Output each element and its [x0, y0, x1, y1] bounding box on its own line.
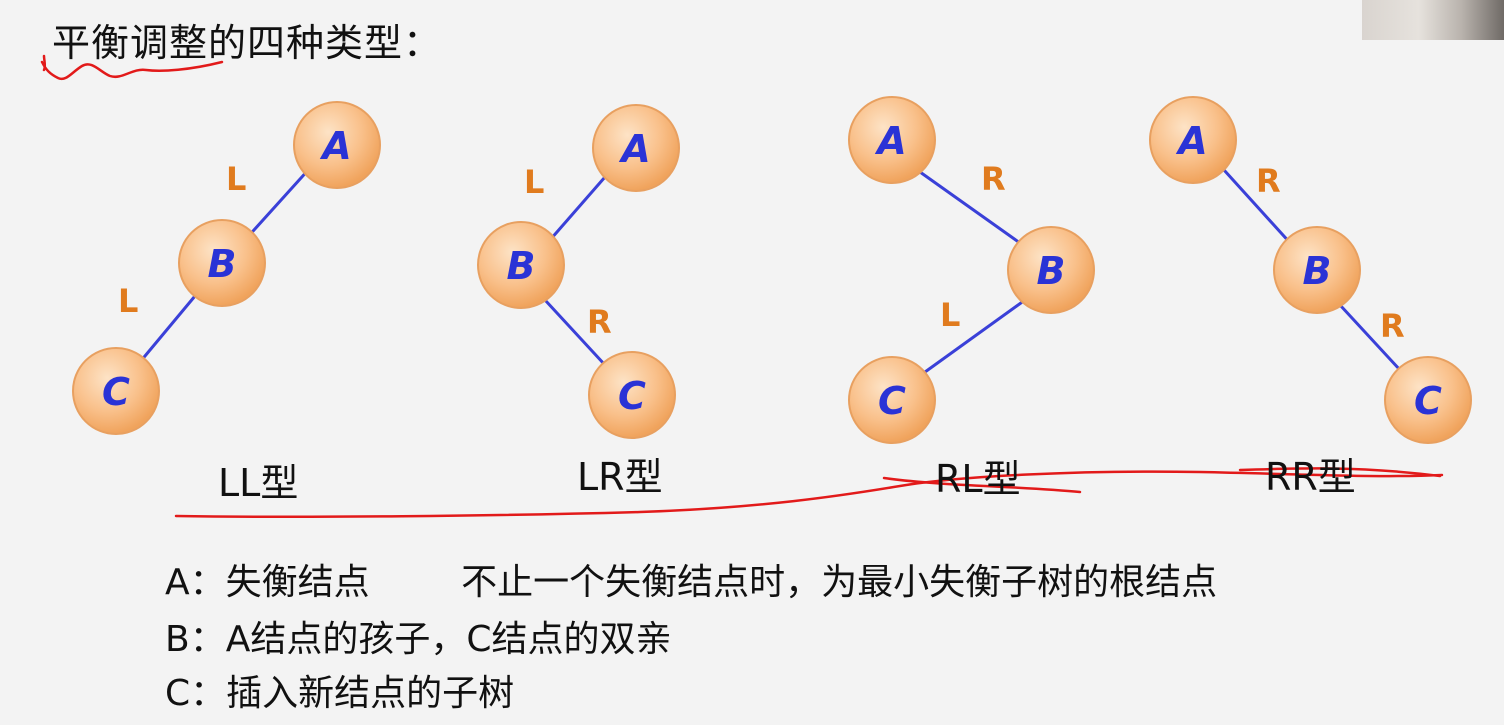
long-underline: [174, 470, 1444, 519]
rr-node-a: A: [1149, 96, 1237, 184]
lr-tree: L R A B C: [477, 104, 680, 439]
lr-edge-bc: [543, 298, 607, 367]
svg-text:B: B: [1303, 249, 1332, 293]
svg-text:B: B: [1037, 249, 1066, 293]
red-annotations: [40, 54, 1444, 519]
type-label-rl: RL型: [935, 457, 1021, 501]
rr-strike: [1238, 467, 1442, 478]
svg-text:C: C: [878, 379, 906, 423]
title-underline-scribble: [40, 60, 224, 81]
rl-tree: R L A B C: [848, 96, 1095, 444]
rl-node-b: B: [1007, 226, 1095, 314]
ll-edge-bc: [138, 289, 202, 363]
description-b: B：A结点的孩子，C结点的双亲: [165, 619, 672, 660]
type-label-ll: LL型: [218, 461, 299, 505]
slide-title: 平衡调整的四种类型：: [52, 21, 443, 65]
ll-edge-ab: [243, 166, 312, 242]
ll-tree: L L A B C: [72, 101, 381, 435]
lr-edge-label-2: R: [587, 303, 612, 341]
webcam-overlay: [1362, 0, 1504, 40]
type-label-lr: LR型: [577, 455, 663, 499]
svg-text:A: A: [319, 124, 351, 168]
rr-edge-bc: [1338, 303, 1402, 372]
rr-tree: R R A B C: [1149, 96, 1472, 444]
lr-edge-label-1: L: [524, 163, 544, 201]
svg-text:A: A: [874, 119, 906, 163]
rr-edge-ab: [1222, 168, 1294, 247]
svg-text:C: C: [1414, 379, 1442, 423]
svg-text:C: C: [618, 374, 646, 418]
rr-edge-label-1: R: [1256, 162, 1281, 200]
rr-node-c: C: [1384, 356, 1472, 444]
ll-node-b: B: [178, 219, 266, 307]
ll-node-a: A: [293, 101, 381, 189]
description-c: C：插入新结点的子树: [165, 673, 515, 714]
ll-edge-label-1: L: [226, 160, 246, 198]
rr-edge-label-2: R: [1380, 307, 1405, 345]
rl-node-a: A: [848, 96, 936, 184]
rl-strike: [882, 476, 1082, 494]
rl-edge-bc: [924, 298, 1026, 374]
lr-node-b: B: [477, 221, 565, 309]
rr-node-b: B: [1273, 226, 1361, 314]
ll-edge-label-2: L: [118, 282, 138, 320]
lr-edge-ab: [548, 176, 607, 241]
rl-node-c: C: [848, 356, 936, 444]
description-a: A：失衡结点 不止一个失衡结点时，为最小失衡子树的根结点: [165, 562, 1218, 603]
title-underline-tick: [42, 54, 47, 72]
svg-text:C: C: [102, 370, 130, 414]
rl-edge-ab: [919, 170, 1021, 245]
svg-text:B: B: [507, 244, 536, 288]
svg-text:B: B: [208, 242, 237, 286]
type-label-rr: RR型: [1265, 455, 1356, 499]
ll-node-c: C: [72, 347, 160, 435]
rl-edge-label-2: L: [940, 296, 960, 334]
rl-edge-label-1: R: [981, 160, 1006, 198]
lr-node-c: C: [588, 351, 676, 439]
svg-text:A: A: [1175, 119, 1207, 163]
lr-node-a: A: [592, 104, 680, 192]
svg-text:A: A: [618, 127, 650, 171]
